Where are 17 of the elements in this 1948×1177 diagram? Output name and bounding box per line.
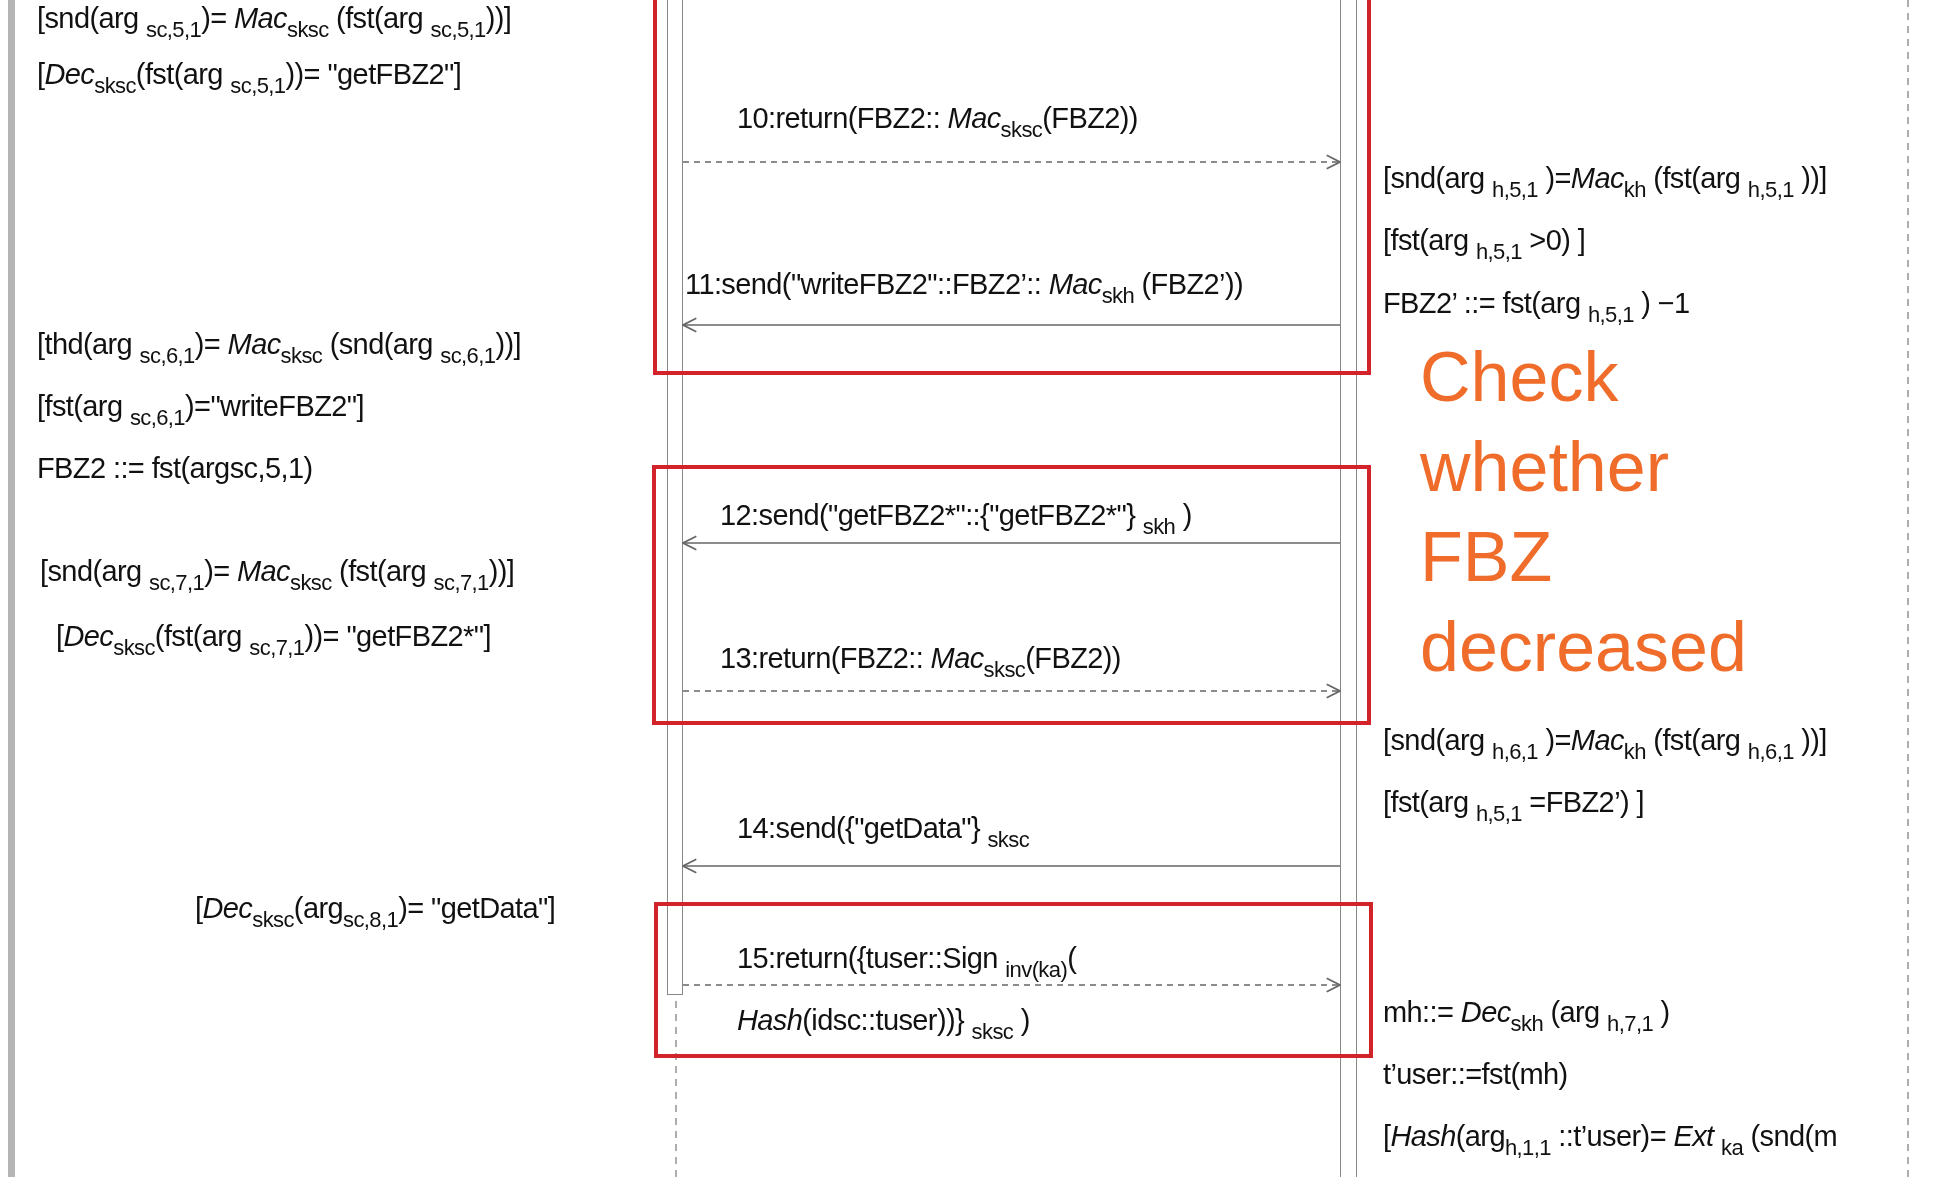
message-arrow <box>682 977 1341 993</box>
message-arrow <box>682 535 1341 551</box>
message-label: 11:send("writeFBZ2"::FBZ2’:: Mac$_{skh}$ (FBZ2’)) <box>685 267 1244 302</box>
activation-bar <box>667 0 683 995</box>
message-label: 13:return(FBZ2:: Mac$_{sksc}$(FBZ2)) <box>720 641 1121 676</box>
annotation-note: Check whether FBZ decreased <box>1420 337 1748 688</box>
message-label: 10:return(FBZ2:: Mac$_{sksc}$(FBZ2)) <box>737 101 1138 136</box>
condition-text: t’user::=fst(mh) <box>1383 1057 1568 1092</box>
message-label: 12:send("getFBZ2*"::{"getFBZ2*"} $_{skh}$ ) <box>720 498 1192 533</box>
message-label: 15:return({tuser::Sign $_{inv(ka)}$( Hash(idsc::tuser))} $_{sksc}$ ) <box>737 941 1078 1046</box>
message-arrow <box>682 683 1341 699</box>
message-arrow <box>682 154 1341 170</box>
message-arrow <box>682 858 1341 874</box>
condition-text: FBZ2 ::= fst(argsc,5,1) <box>37 451 313 486</box>
activation-bar <box>1340 0 1357 1177</box>
message-label: 14:send({"getData"} $_{sksc}$ <box>737 811 1030 846</box>
message-arrow <box>682 317 1341 333</box>
